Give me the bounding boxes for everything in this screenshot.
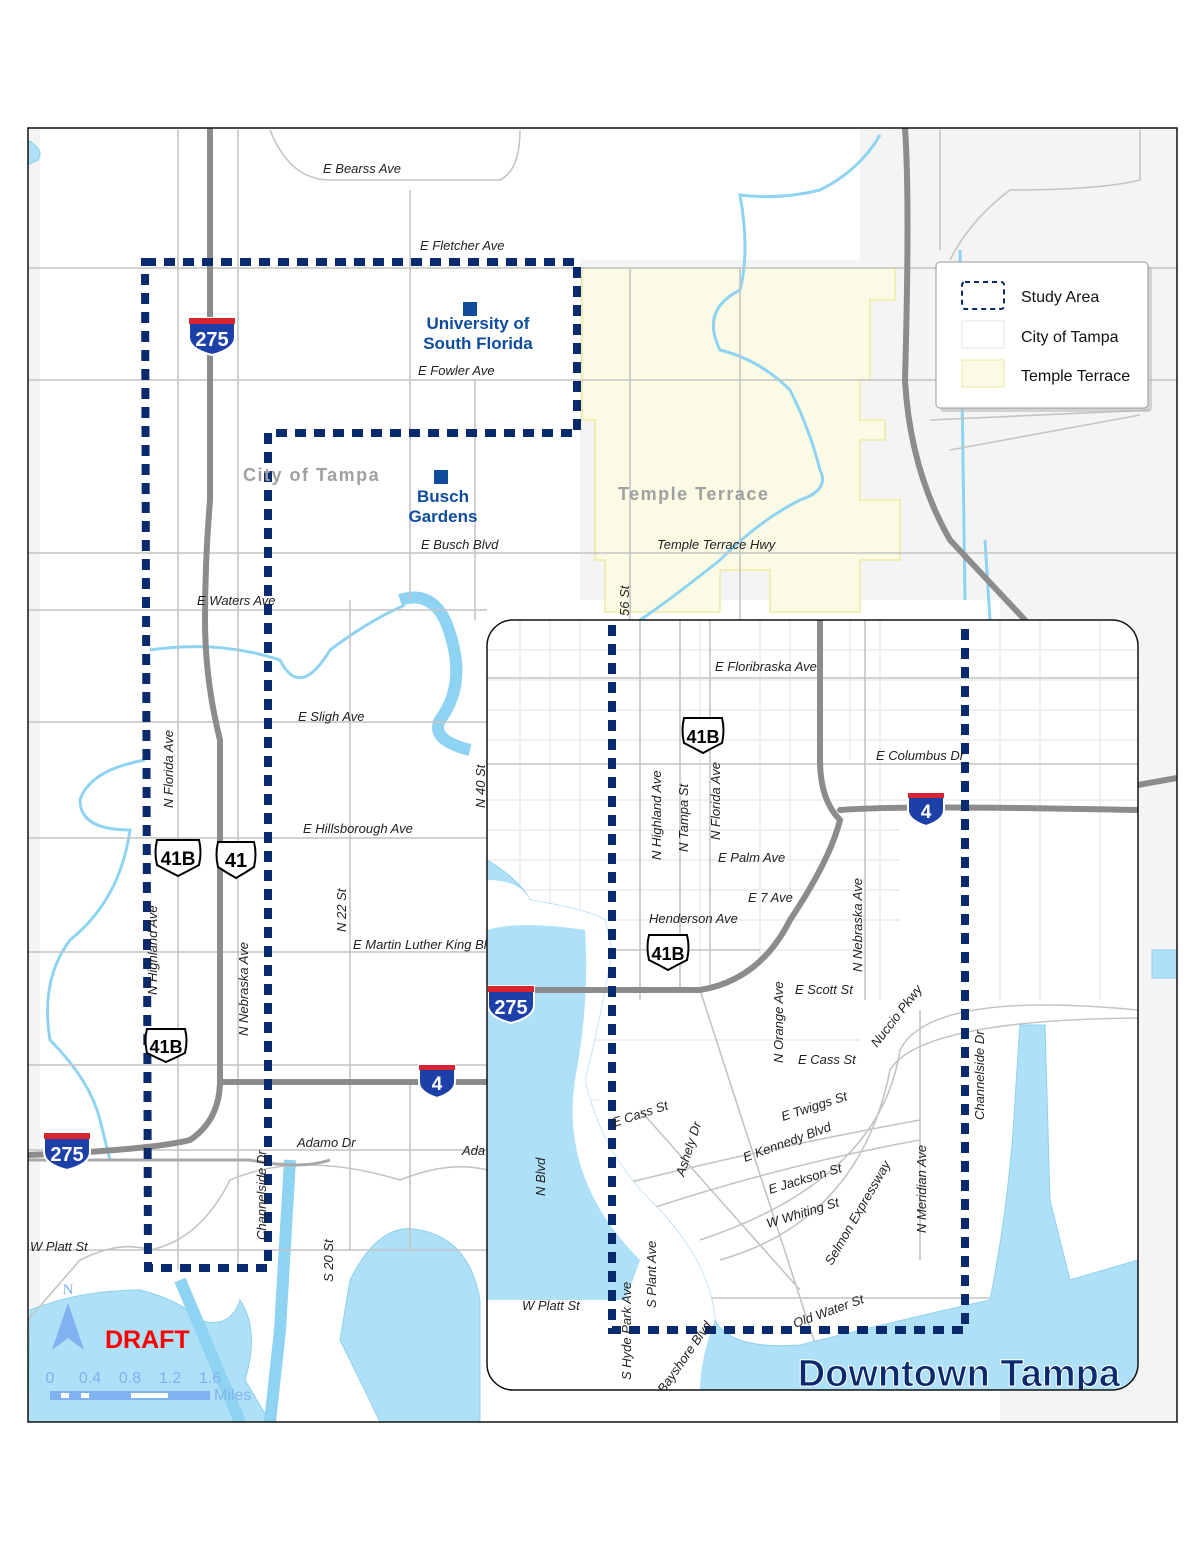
local-roads [28, 129, 1177, 1321]
road-label: E Bearss Ave [323, 161, 401, 176]
road-label: N Florida Ave [708, 762, 723, 840]
interstate-4-shield: 4 [418, 1064, 456, 1100]
road-label: N Florida Ave [161, 730, 176, 808]
north-arrow-icon [52, 1303, 84, 1350]
road-label: N 22 St [334, 887, 349, 932]
us-41b-shield: 41B [154, 839, 202, 878]
road-label: Ada [461, 1143, 485, 1158]
legend-label: Temple Terrace [1021, 368, 1130, 385]
road-label: E Cass St [798, 1052, 857, 1067]
road-label: E Busch Blvd [421, 537, 499, 552]
road-label: E Martin Luther King Bl [353, 937, 488, 952]
svg-text:41B: 41B [651, 944, 684, 964]
scale-tick: 0.8 [119, 1370, 141, 1387]
road-label: S Hyde Park Ave [619, 1282, 634, 1380]
svg-text:275: 275 [195, 329, 228, 351]
interstate-275-shield: 275 [487, 985, 535, 1025]
us-41-shield: 41 [215, 841, 257, 880]
interstate-275-shield: 275 [188, 317, 236, 357]
road-label: N Meridian Ave [914, 1145, 929, 1233]
svg-text:275: 275 [50, 1144, 83, 1166]
north-label: N [63, 1282, 74, 1298]
road-label: E Palm Ave [718, 850, 785, 865]
place-label-busch: Busch [417, 487, 469, 506]
busch-gardens-marker [434, 470, 448, 484]
city-label-tampa: City of Tampa [243, 465, 380, 485]
us-41b-shield: 41B [681, 717, 725, 755]
svg-text:275: 275 [494, 997, 527, 1019]
road-label: N Nebraska Ave [850, 878, 865, 972]
svg-text:41B: 41B [149, 1037, 182, 1057]
legend-label: Study Area [1021, 289, 1099, 306]
place-label-usf: South Florida [423, 334, 533, 353]
road-label: W Platt St [522, 1298, 581, 1313]
inset-title: Downtown Tampa [798, 1353, 1121, 1395]
road-label: E 7 Ave [748, 890, 793, 905]
study-area-inset-boundary [608, 625, 969, 1334]
svg-text:41B: 41B [161, 849, 196, 870]
legend: Study Area City of Tampa Temple Terrace [935, 261, 1152, 412]
road-label: E Waters Ave [197, 593, 276, 608]
usf-marker [463, 302, 477, 316]
road-label: E Hillsborough Ave [303, 821, 413, 836]
road-label: Temple Terrace Hwy [657, 537, 777, 552]
road-label: E Floribraska Ave [715, 659, 817, 674]
downtown-inset: E Floribraska Ave E Columbus Dr N Highla… [486, 619, 1139, 1395]
svg-text:41B: 41B [686, 727, 719, 747]
svg-text:4: 4 [432, 1074, 443, 1095]
scale-unit: Miles [214, 1387, 251, 1404]
legend-city-swatch [961, 320, 1005, 349]
city-label-temple-terrace: Temple Terrace [618, 484, 769, 504]
place-label-usf: University of [427, 314, 530, 333]
scale-tick: 1.6 [199, 1370, 221, 1387]
scale-tick: 0.4 [79, 1370, 101, 1387]
road-label: 56 St [617, 584, 632, 616]
road-label: N Nebraska Ave [236, 942, 251, 1036]
interstate-4-shield: 4 [907, 792, 945, 828]
place-label-busch: Gardens [409, 507, 478, 526]
road-label: N Highland Ave [649, 770, 664, 860]
road-label: N Blvd [533, 1157, 548, 1196]
road-label: W Platt St [30, 1239, 89, 1254]
road-label: Channelside Dr [972, 1030, 987, 1120]
road-label: S Plant Ave [644, 1241, 659, 1308]
us-41b-shield: 41B [646, 934, 690, 972]
scale-tick: 0 [46, 1370, 55, 1387]
road-label: E Fowler Ave [418, 363, 495, 378]
road-labels: E Bearss Ave E Fletcher Ave E Fowler Ave… [30, 161, 777, 1282]
svg-text:41: 41 [225, 850, 247, 872]
road-label: E Columbus Dr [876, 748, 965, 763]
legend-label: City of Tampa [1021, 329, 1119, 346]
legend-temple-terrace-swatch [961, 359, 1005, 388]
road-label: Adamo Dr [296, 1135, 356, 1150]
road-label: N 40 St [473, 763, 488, 808]
us-41b-shield: 41B [144, 1028, 188, 1064]
draft-watermark: DRAFT [105, 1326, 190, 1354]
scale-bar: 0 0.4 0.8 1.2 1.6 Miles [46, 1370, 252, 1404]
road-label: N Orange Ave [771, 981, 786, 1063]
road-label: E Sligh Ave [298, 709, 365, 724]
road-label: E Scott St [795, 982, 854, 997]
road-label: E Fletcher Ave [420, 238, 505, 253]
svg-text:4: 4 [921, 802, 932, 823]
road-label: N Highland Ave [145, 905, 160, 995]
road-label: N Tampa St [676, 782, 691, 852]
road-label: Channelside Dr [254, 1150, 269, 1240]
interstate-275-shield: 275 [43, 1132, 91, 1172]
legend-study-area-swatch [961, 281, 1005, 310]
road-label: S 20 St [321, 1238, 336, 1282]
road-label: Henderson Ave [649, 911, 738, 926]
highways [28, 128, 1177, 1167]
scale-tick: 1.2 [159, 1370, 181, 1387]
map-frame [27, 127, 1178, 1423]
study-area-boundary [140, 258, 581, 1272]
